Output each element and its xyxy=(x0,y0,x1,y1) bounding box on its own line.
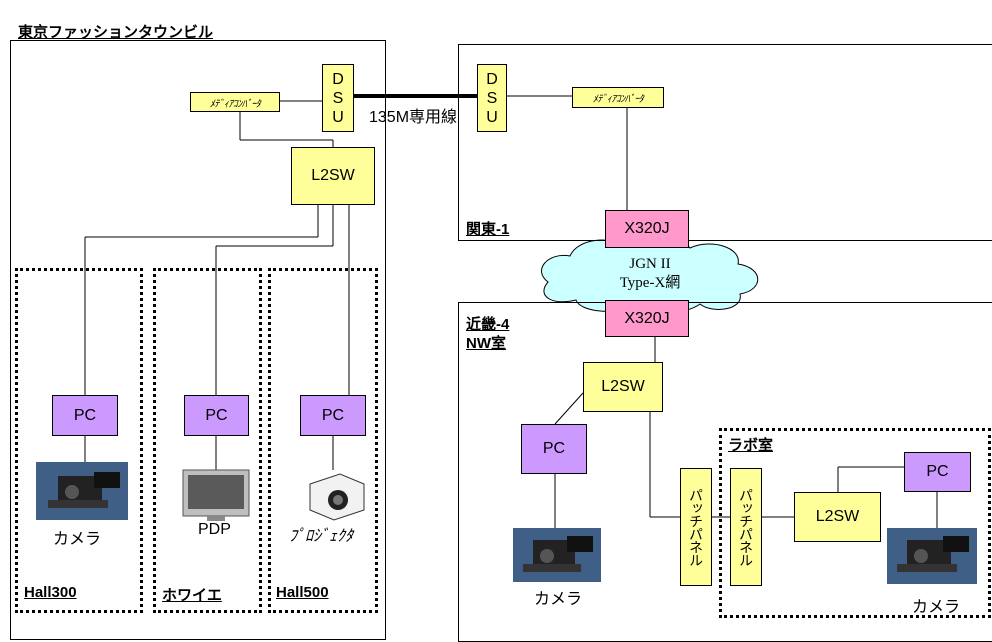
camera-label-hall300: カメラ xyxy=(53,531,102,548)
l2sw-kinki: L2SW xyxy=(583,362,663,412)
dsu-letter-d: D xyxy=(332,70,344,88)
room-hall500 xyxy=(268,268,378,613)
l2sw-lab: L2SW xyxy=(794,492,881,542)
pc-hall300: PC xyxy=(52,395,118,436)
patch-panel-kinki: パッチパネル xyxy=(680,468,712,586)
jgn-cloud: JGN II Type-X網 xyxy=(595,255,705,293)
pc-lab: PC xyxy=(904,452,971,492)
dsu-letter-u: U xyxy=(332,108,344,126)
pc-foyer: PC xyxy=(184,395,249,436)
tokyo-site-title: 東京ファッションタウンビル xyxy=(18,24,214,41)
room-hall300-label: Hall300 xyxy=(24,584,77,601)
cloud-line-2: Type-X網 xyxy=(619,275,681,291)
kinki-site-title: 近畿-4 xyxy=(466,316,510,333)
pc-hall500: PC xyxy=(300,395,366,436)
camera-label-lab: カメラ xyxy=(912,599,961,616)
dsu-letter-s: S xyxy=(332,89,344,107)
dsu-letter-d: D xyxy=(486,70,498,88)
kanto-site-title: 関東-1 xyxy=(466,221,510,238)
projector-label: ﾌﾟﾛｼﾞｪｸﾀ xyxy=(289,528,354,545)
dsu-letter-s: S xyxy=(486,89,498,107)
lab-room-label: ラボ室 xyxy=(728,437,774,454)
room-hall300 xyxy=(15,268,143,613)
patch-panel-lab: パッチパネル xyxy=(730,468,762,586)
room-foyer xyxy=(153,268,262,613)
room-hall500-label: Hall500 xyxy=(276,584,329,601)
router-kanto: X320J xyxy=(605,210,689,248)
room-foyer-label: ホワイエ xyxy=(162,587,222,604)
leased-line-label: 135M専用線 xyxy=(369,109,458,126)
cloud-line-1: JGN II xyxy=(629,256,671,272)
dsu-tokyo: D S U xyxy=(322,64,354,132)
kinki-site-subtitle: NW室 xyxy=(466,335,506,352)
pdp-label: PDP xyxy=(198,521,231,538)
kanto-site xyxy=(458,44,992,241)
l2sw-tokyo: L2SW xyxy=(291,147,375,205)
media-converter-tokyo: ﾒﾃﾞｨｱｺﾝﾊﾞｰﾀ xyxy=(190,92,280,112)
dsu-letter-u: U xyxy=(486,108,498,126)
dsu-kanto: D S U xyxy=(477,64,507,132)
pc-kinki: PC xyxy=(521,424,587,474)
camera-label-kinki: カメラ xyxy=(534,591,583,608)
lab-room xyxy=(719,428,991,618)
router-kinki: X320J xyxy=(605,300,689,337)
media-converter-kanto: ﾒﾃﾞｨｱｺﾝﾊﾞｰﾀ xyxy=(572,87,664,108)
